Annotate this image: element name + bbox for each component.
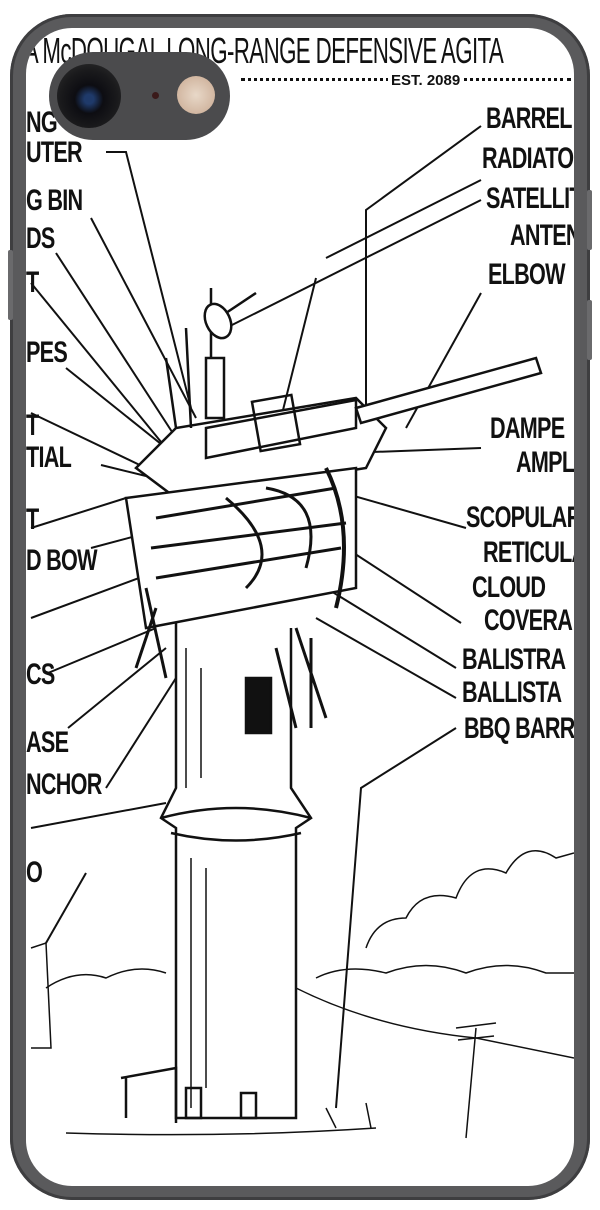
flash-icon [177,76,215,114]
right-label: RADIATOR [482,142,574,175]
camera-lens-icon [57,64,121,128]
side-button [8,250,13,320]
left-label: T [26,503,39,536]
left-label: ASE [26,726,69,759]
leader-lines [30,125,482,1109]
landscape [30,850,574,1139]
established-text: EST. 2089 [388,72,464,89]
machinery [124,288,543,729]
left-label: O [26,856,43,889]
right-label: BALLISTA [462,676,562,709]
left-label: T [26,409,39,442]
right-label: COVERA [484,604,573,637]
left-label: NCHOR [26,768,102,801]
right-label: BARREL [486,102,572,135]
side-button [587,300,592,360]
camera-module [49,52,230,140]
tower-illustration [30,125,574,1139]
left-label: G BIN [26,184,83,217]
left-label: PES [26,336,68,369]
left-label: D BOW [26,544,98,577]
right-label: RETICULA [483,536,574,569]
right-label: ANTEN [510,219,574,252]
right-label: AMPL [516,446,574,479]
left-label: DS [26,222,55,255]
right-label: DAMPE [490,412,565,445]
right-label: ELBOW [488,258,566,291]
right-label: BALISTRA [462,643,566,676]
left-label: UTER [26,136,83,169]
left-label: CS [26,658,55,691]
right-label: SCOPULAR [466,501,574,534]
side-button [587,190,592,250]
right-label: CLOUD [472,571,546,604]
left-label: TIAL [26,441,72,474]
right-label: BBQ BARR [464,712,574,745]
left-label: T [26,266,39,299]
tower [120,608,313,1123]
microphone-icon [152,92,159,99]
right-label: SATELLIT [486,182,574,215]
artwork: LA McDOUGAL LONG-RANGE DEFENSIVE AGITA E… [26,28,574,1186]
